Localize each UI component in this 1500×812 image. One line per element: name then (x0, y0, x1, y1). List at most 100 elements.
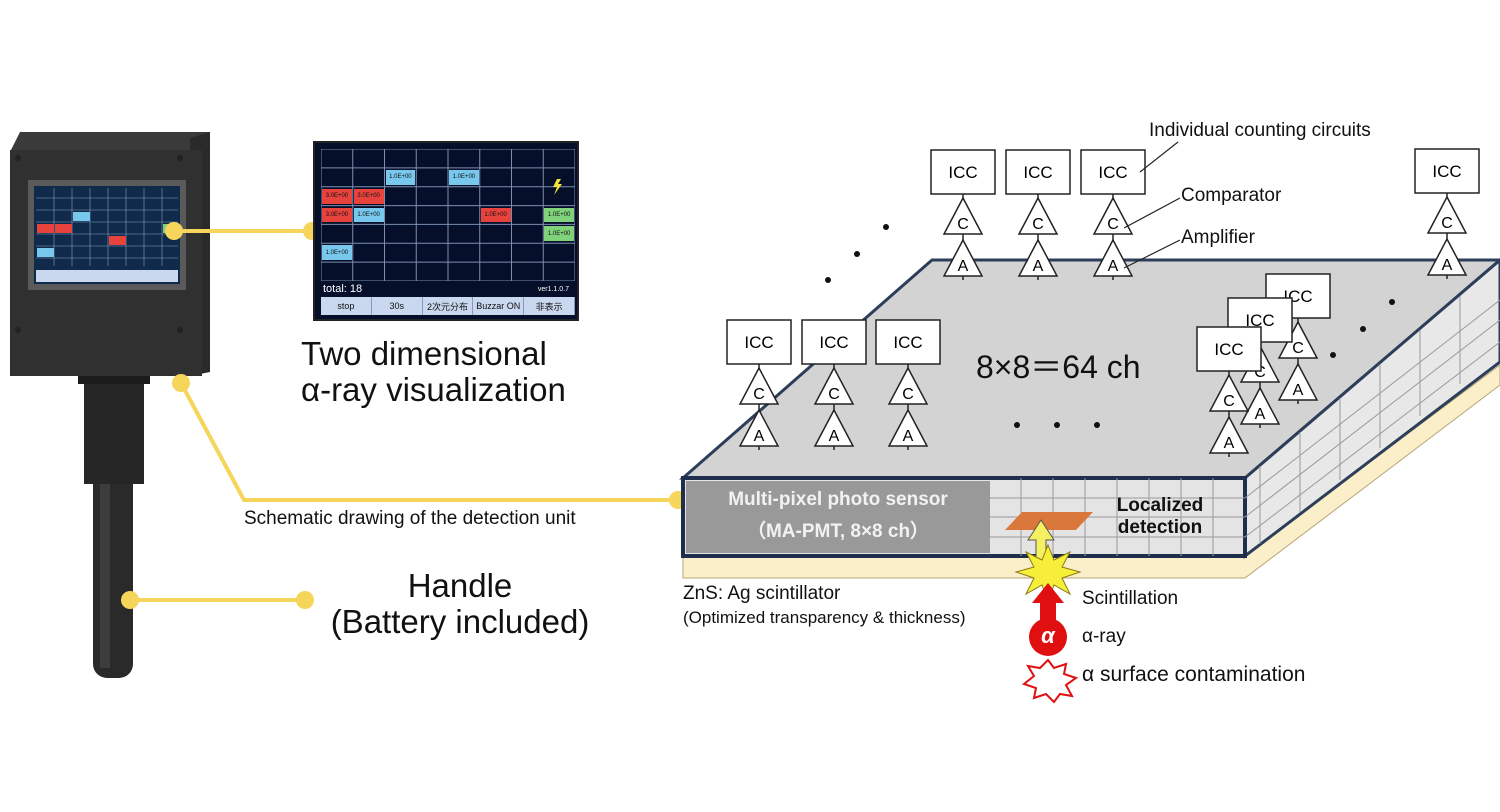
comparator-symbol (738, 366, 780, 405)
display-grid (321, 149, 575, 281)
comparator-symbol (813, 366, 855, 405)
display-cell: 1.0E+00 (544, 226, 574, 242)
handle-label-line2: (Battery included) (330, 603, 590, 640)
amplifier-callout-label: Amplifier (1181, 227, 1255, 248)
callout-leaders (1123, 141, 1181, 269)
display-total: total: 18 (323, 283, 363, 295)
icc-box (1080, 149, 1146, 195)
icc-label: ICC (893, 333, 922, 352)
display-cell: 1.0E+00 (322, 245, 352, 261)
display-cell: 1.0E+00 (544, 207, 574, 223)
comparator-label: C (1107, 216, 1119, 233)
amplifier-label: A (1224, 435, 1235, 452)
icc-label: ICC (948, 163, 977, 182)
scintillator-label-line2: (Optimized transparency & thickness) (683, 608, 966, 627)
ellipsis-dots (825, 224, 1395, 428)
amplifier-symbol (1277, 362, 1319, 401)
sensor-label-line1: Multi-pixel photo sensor (728, 489, 948, 510)
alpha-particle (1029, 618, 1067, 656)
amplifier-symbol (887, 408, 929, 447)
contamination-burst (1021, 658, 1079, 704)
comparator-symbol (887, 366, 929, 405)
channel-chain: ICC C A (1196, 326, 1262, 457)
icc-box (1414, 148, 1480, 194)
comparator-label: C (957, 216, 969, 233)
scintillator-label-line1: ZnS: Ag scintillator (683, 583, 841, 604)
comparator-label: C (1441, 215, 1453, 232)
display-cell: 3.0E+00 (353, 188, 384, 204)
display-stop-button[interactable]: stop (321, 297, 372, 315)
amplifier-label: A (754, 428, 765, 445)
comparator-label: C (902, 386, 914, 403)
channel-chain: ICC C A (875, 319, 941, 450)
comparator-callout-label: Comparator (1181, 185, 1282, 206)
schematic-label: Schematic drawing of the detection unit (244, 508, 576, 529)
comparator-label: C (1292, 340, 1304, 357)
icc-box (1196, 326, 1262, 372)
comparator-symbol (1092, 196, 1134, 235)
comparator-label: C (1032, 216, 1044, 233)
scintillation-label: Scintillation (1082, 588, 1179, 609)
display-power-icon (553, 179, 562, 195)
viz-title-line1: Two dimensional (301, 335, 547, 372)
comparator-symbol (1426, 195, 1468, 234)
handle-label-line1: Handle (407, 567, 513, 604)
comparator-label: C (753, 386, 765, 403)
connector-lines (130, 229, 678, 602)
display-cell: 1.0E+00 (353, 207, 384, 223)
icc-label: ICC (1023, 163, 1052, 182)
alpha-symbol: α (1041, 623, 1055, 648)
display-hide-button[interactable]: 非表示 (524, 297, 575, 315)
comparator-label: C (828, 386, 840, 403)
channel-count-label: 8×8＝64 ch (976, 349, 1141, 385)
alpha-arrow (1032, 583, 1064, 624)
amplifier-symbol (1239, 386, 1281, 425)
display-2d-button[interactable]: 2次元分布 (422, 297, 474, 315)
comparator-symbol (1017, 196, 1059, 235)
device-handle (93, 470, 133, 678)
localized-label-line1: Localized (1116, 495, 1204, 516)
icc-label: ICC (1245, 311, 1274, 330)
alpha-ray-label: α-ray (1082, 626, 1126, 647)
channel-chain: ICC C A (1005, 149, 1071, 280)
icc-label: ICC (1214, 340, 1243, 359)
amplifier-symbol (813, 408, 855, 447)
display-cell: 3.0E+00 (322, 207, 352, 223)
device-screen (34, 186, 180, 284)
comparator-label: C (1223, 393, 1235, 410)
amplifier-label: A (903, 428, 914, 445)
amplifier-symbol (942, 238, 984, 277)
icc-label: ICC (744, 333, 773, 352)
channel-chains: ICC C A ICC C A ICC C A ICC C A ICC C A ICC C A ICC C A ICC C A… (726, 148, 1480, 457)
display-cell: 1.0E+00 (385, 169, 416, 185)
amplifier-label: A (1293, 382, 1304, 399)
comparator-symbol (1208, 373, 1250, 412)
amplifier-symbol (1208, 415, 1250, 454)
display-version: ver1.1.0.7 (537, 286, 569, 293)
display-cell: 1.0E+00 (480, 207, 511, 223)
channel-chain: ICC C A (726, 319, 792, 450)
display-cell: 1.0E+00 (449, 169, 479, 185)
amplifier-symbol (1092, 238, 1134, 277)
display-button-bar: stop 30s 2次元分布 Buzzar ON 非表示 (321, 297, 575, 315)
amplifier-symbol (1426, 237, 1468, 276)
display-time-button[interactable]: 30s (371, 297, 423, 315)
contamination-label: α surface contamination (1082, 663, 1306, 686)
amplifier-label: A (1108, 258, 1119, 275)
amplifier-label: A (1033, 258, 1044, 275)
amplifier-label: A (1255, 406, 1266, 423)
amplifier-symbol (1017, 238, 1059, 277)
icc-box (1005, 149, 1071, 195)
icc-callout-label: Individual counting circuits (1149, 120, 1371, 141)
amplifier-label: A (829, 428, 840, 445)
icc-label: ICC (1432, 162, 1461, 181)
icc-label: ICC (819, 333, 848, 352)
display-buzzer-button[interactable]: Buzzar ON (473, 297, 525, 315)
connector-schematic (179, 382, 678, 502)
